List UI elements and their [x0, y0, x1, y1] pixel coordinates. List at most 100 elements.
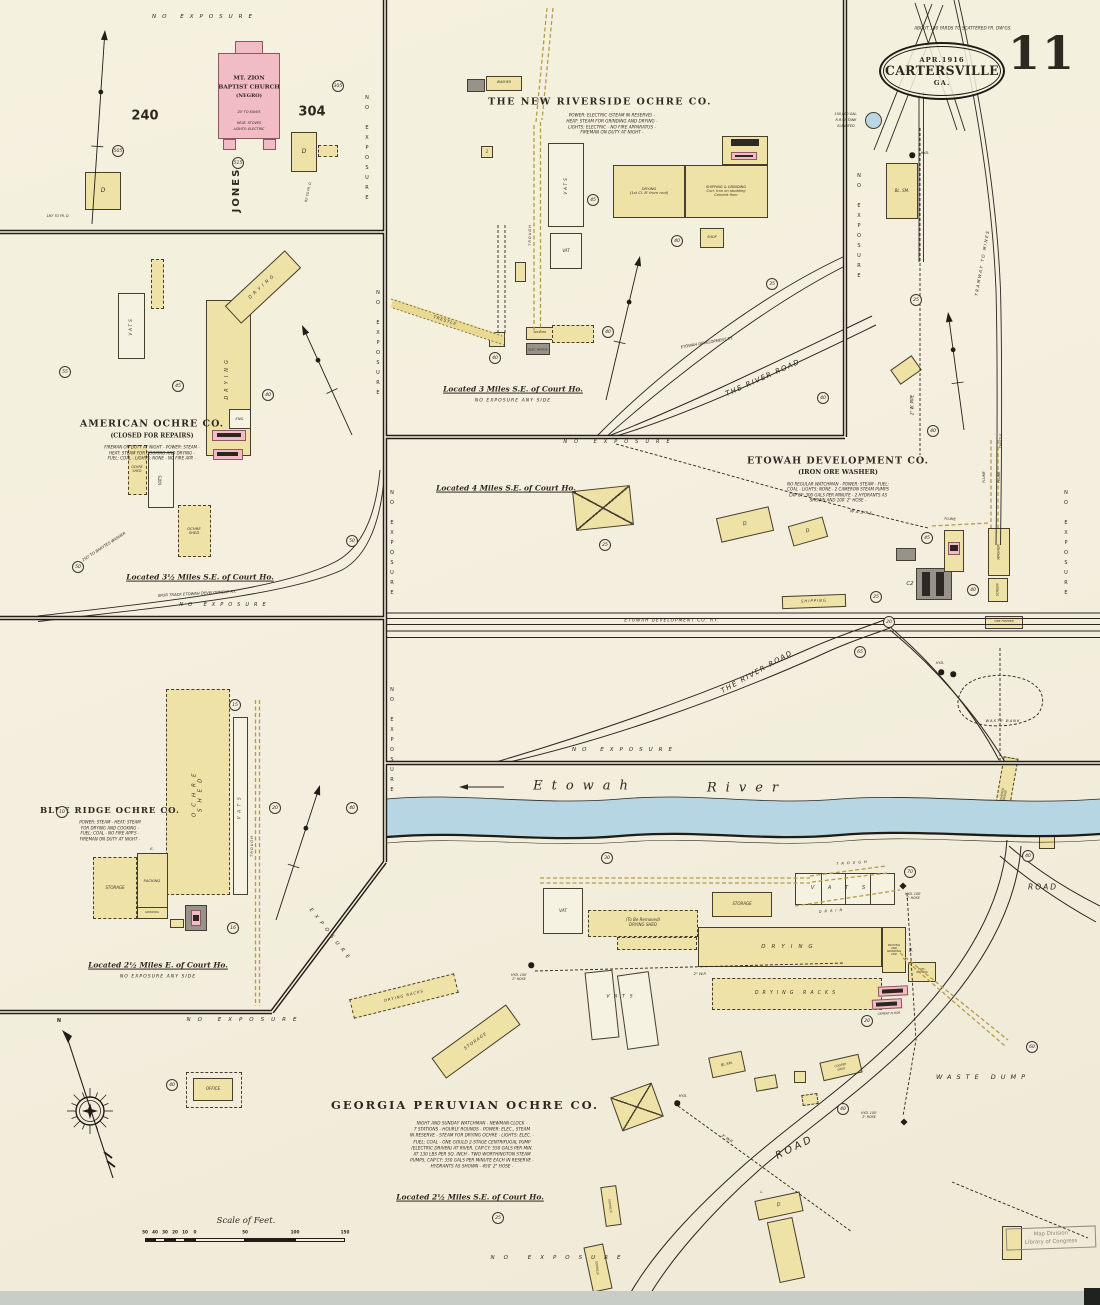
reference-circle-40: 40 [166, 1079, 178, 1091]
company-note-georgia-peruvian: PUMPS, CAP'CY: 350 GALS PER MINUTE EACH … [410, 1157, 534, 1163]
map-label-elevated: ELEVATED [837, 123, 855, 128]
map-label-cement-floor: CEMENT FLOOR [877, 1010, 901, 1016]
map-label-hyd-100-2-hose: HYD. 100' 2" HOSE [511, 973, 527, 981]
reference-circle-45: 45 [921, 532, 933, 544]
scale-bar-segment [245, 1238, 295, 1242]
scale-bar-segment [165, 1238, 175, 1242]
reference-circle-40: 40 [489, 352, 501, 364]
map-label-n: N [56, 1018, 62, 1025]
reference-circle-40: 40 [602, 326, 614, 338]
sheet-number: 11 [1008, 26, 1077, 80]
company-located-american: Located 3½ Miles S.E. of Court Ho. [126, 572, 274, 582]
building-item [170, 918, 184, 928]
map-label-trestle: TRESTLE [432, 314, 458, 327]
building-item [514, 262, 526, 282]
company-subtitle-american: (CLOSED FOR REPAIRS) [110, 432, 194, 440]
reference-circle-40: 40 [346, 802, 358, 814]
library-stamp: Map Division Library of Congress [1005, 1225, 1097, 1251]
building-vats: VATS [232, 717, 248, 895]
scale-bar-segment [185, 1238, 195, 1242]
company-located-etowah-dev: Located 4 Miles S.E. of Court Ho. [436, 483, 576, 493]
company-note-etowah-dev: SHOWN AND 100' 2" HOSE - [809, 497, 867, 503]
building-vats: VATS [548, 143, 584, 227]
building-shop: SHOP [700, 228, 724, 248]
map-label-180-to-fr-d: 180' TO FR. D. [46, 214, 70, 219]
map-label-waste-bank: WASTE BANK [985, 717, 1021, 723]
building-label: D [301, 147, 307, 155]
company-note-new-riverside: POWER: ELECTRIC (STEAM IN RESERVE) - [568, 112, 656, 118]
company-name-georgia-peruvian: GEORGIA PERUVIAN OCHRE CO. [331, 1098, 599, 1113]
scale-title: Scale of Feet. [216, 1215, 276, 1226]
scale-tick: 150 [340, 1229, 350, 1235]
map-label-etowah-development-ry: ETOWAH DEVELOPMENT RY. [680, 335, 734, 350]
building-1: 1 [481, 146, 493, 158]
company-note-american: HEAT: STEAM FOR COOKING AND DRYING - [109, 450, 195, 456]
map-label-no-exposure: NO EXPOSURE [1062, 490, 1069, 600]
scale-tick: 30 [162, 1229, 168, 1235]
company-name-new-riverside: THE NEW RIVERSIDE OCHRE CO. [488, 96, 712, 108]
building-label: STORAGE [105, 884, 125, 890]
scale-tick: 10 [182, 1229, 188, 1235]
reference-circle-45: 45 [172, 380, 184, 392]
company-located-new-riverside: Located 3 Miles S.E. of Court Ho. [443, 384, 583, 394]
scale-tick: 50 [142, 1229, 148, 1235]
scale-bar-segment [195, 1238, 245, 1242]
building-washer: WASHER [486, 75, 522, 91]
reference-circle-45: 45 [587, 194, 599, 206]
reference-circle-50: 50 [72, 561, 84, 573]
reference-circle-60: 60 [1026, 1041, 1038, 1053]
hydrant-symbol [900, 1118, 908, 1126]
map-label-mt-zion: MT. ZION [233, 75, 265, 82]
building-vat: VAT [543, 888, 583, 934]
company-note-american: FIREMAN ON DUTY AT NIGHT - POWER: STEAM … [104, 444, 200, 450]
map-label-flume: FLUME [996, 471, 1001, 483]
map-label-250-to-barytes-washer: 250' TO BARYTES WASHER [80, 530, 127, 563]
scale-tick: 40 [152, 1229, 158, 1235]
building-shipping-grinding-corr-iron-on-s: SHIPPING & GRINDING Corr. iron on studdi… [684, 164, 768, 218]
scale-bar-segment [145, 1238, 155, 1242]
map-label-road: ROAD [1027, 882, 1059, 892]
scale-bar-segment [155, 1238, 165, 1242]
map-label-no-exposure: NO EXPOSURE [563, 439, 677, 446]
building-label: SHOP [707, 235, 717, 240]
reference-circle-305: 305 [332, 80, 344, 92]
building-label: OFFICE [205, 1085, 221, 1091]
map-label-lights-electric: LIGHTS: ELECTRIC [233, 126, 265, 131]
map-label-baptist-church: BAPTIST CHURCH [218, 84, 280, 91]
map-label-jones: JONES [231, 167, 243, 213]
building-label: WASHER [496, 80, 512, 85]
reference-circle-15: 15 [229, 699, 241, 711]
reference-circle-16: 16 [227, 922, 239, 934]
hydrant-symbol [899, 882, 907, 890]
reference-circle-70: 70 [904, 866, 916, 878]
company-note-blue-ridge: FIREMAN ON DUTY AT NIGHT - [79, 836, 141, 842]
map-label-trough: TROUGH [527, 224, 532, 246]
reference-circle-35: 35 [766, 278, 778, 290]
reference-circle-20: 20 [883, 616, 895, 628]
hydrant-dot [950, 671, 956, 677]
building-label: 1 [485, 148, 489, 154]
map-label-2-w-p: 2" W.P. [720, 1132, 735, 1145]
reference-circle-55: 55 [59, 366, 71, 378]
map-label-85-to-fr-d: 85' TO FR. D. [304, 181, 313, 203]
map-label-etowah: Etowah [533, 778, 637, 794]
map-label-spur-track-etowah-development-ry: SPUR TRACK ETOWAH DEVELOPMENT RY. [157, 588, 237, 598]
building-item [731, 138, 759, 146]
map-title-badge: APR.1916 CARTERSVILLE GA. [879, 42, 1005, 100]
boiler-bar [950, 545, 958, 551]
boiler-bar [734, 154, 753, 158]
map-label-no-exposure: NO EXPOSURE [855, 173, 862, 283]
building-label: WASHER [533, 330, 547, 335]
map-label-no-exposure: NO EXPOSURE [152, 13, 258, 20]
building-label: SHIPPING & GRINDING Corr. iron on studdi… [705, 184, 747, 198]
map-label-no-exposure: NO EXPOSURE [186, 1016, 304, 1023]
building-item [191, 910, 201, 926]
map-label-negro: (NEGRO) [236, 93, 262, 100]
map-label-exposure: EXPOSURE [307, 907, 354, 964]
map-label-d: D. [908, 947, 914, 953]
map-label-no-exposure: NO EXPOSURE [572, 746, 678, 753]
map-label-road: ROAD [773, 1133, 816, 1162]
building-label: ORE HOPPER [994, 619, 1014, 624]
building-item [186, 1072, 242, 1108]
